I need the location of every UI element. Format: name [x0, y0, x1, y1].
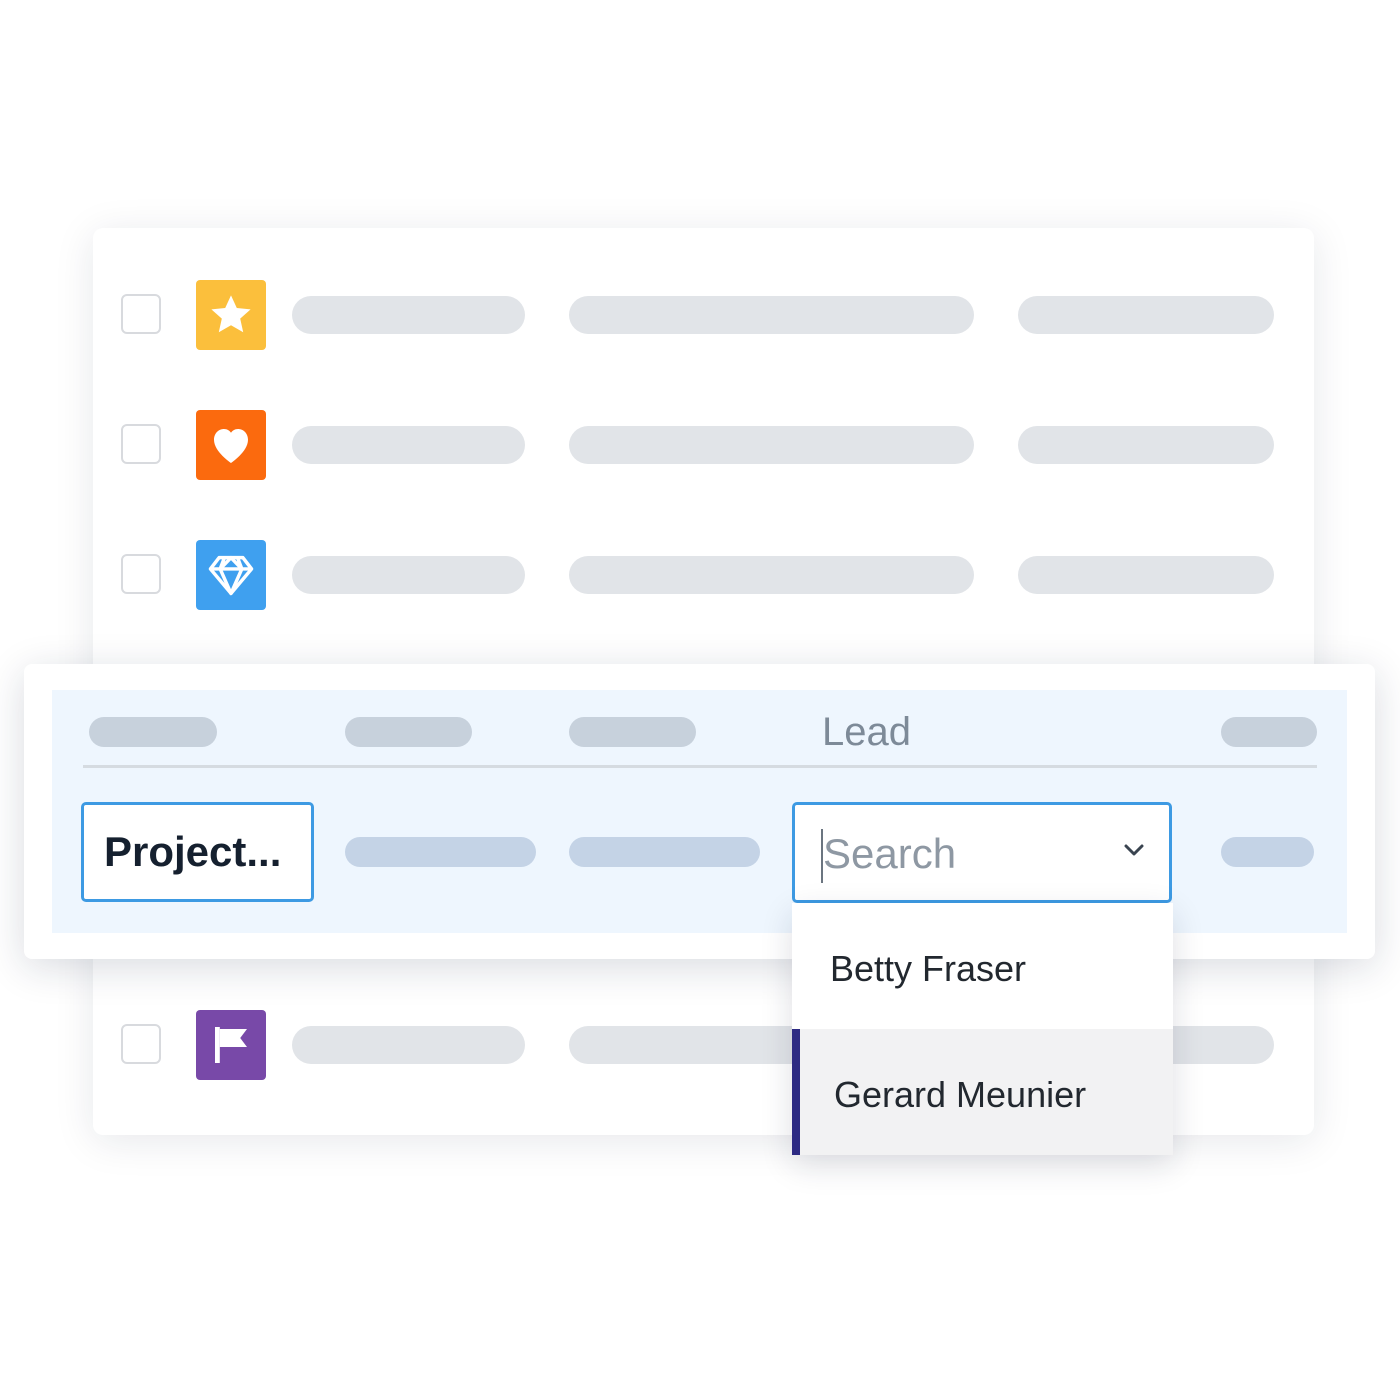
row-checkbox[interactable] [121, 1024, 161, 1064]
cell-placeholder [569, 837, 760, 867]
skeleton-cell [1018, 426, 1274, 464]
text-caret [821, 829, 823, 883]
skeleton-cell [292, 296, 525, 334]
dropdown-option[interactable]: Betty Fraser [830, 948, 1027, 989]
column-header-placeholder [345, 717, 472, 747]
diamond-icon [196, 540, 266, 610]
skeleton-cell [292, 1026, 525, 1064]
skeleton-cell [1018, 556, 1274, 594]
chevron-down-icon[interactable] [1123, 843, 1145, 862]
list-row-diamond[interactable] [93, 540, 1314, 610]
cell-placeholder [1221, 837, 1314, 867]
list-row-heart[interactable] [93, 410, 1314, 480]
heart-icon [196, 410, 266, 480]
row-checkbox[interactable] [121, 554, 161, 594]
row-checkbox[interactable] [121, 424, 161, 464]
skeleton-cell [292, 556, 525, 594]
edit-row-background: Lead Project... Search [52, 690, 1347, 933]
lead-search-input[interactable]: Search [792, 802, 1172, 903]
lead-dropdown-menu: Betty Fraser Gerard Meunier [792, 903, 1173, 1155]
column-header-placeholder [1221, 717, 1317, 747]
header-divider [83, 765, 1317, 768]
star-icon [196, 280, 266, 350]
cell-placeholder [345, 837, 536, 867]
project-name-input[interactable]: Project... [81, 802, 314, 902]
row-checkbox[interactable] [121, 294, 161, 334]
column-header-placeholder [569, 717, 696, 747]
skeleton-cell [569, 426, 974, 464]
flag-icon [196, 1010, 266, 1080]
list-row-star[interactable] [93, 280, 1314, 350]
skeleton-cell [1018, 296, 1274, 334]
column-header-lead: Lead [822, 710, 911, 754]
dropdown-option-selected[interactable]: Gerard Meunier [792, 1029, 1173, 1155]
skeleton-cell [569, 556, 974, 594]
edit-row-panel: Lead Project... Search [24, 664, 1375, 959]
column-header-placeholder [89, 717, 217, 747]
search-placeholder: Search [823, 830, 957, 877]
skeleton-cell [292, 426, 525, 464]
skeleton-cell [569, 296, 974, 334]
